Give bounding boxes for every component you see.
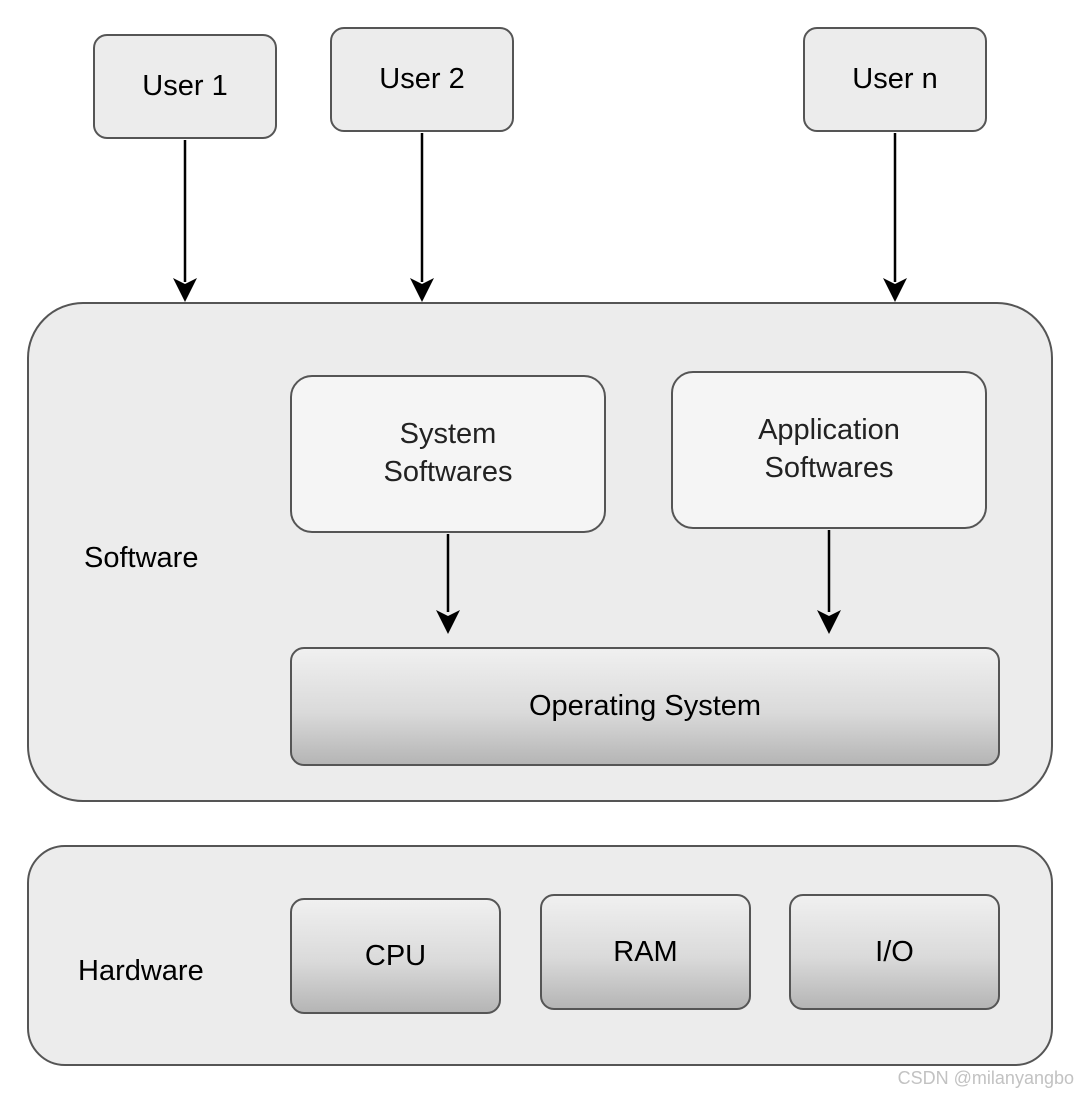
ram-box: RAM: [540, 894, 751, 1010]
system-softwares-line-2: Softwares: [383, 456, 513, 488]
application-softwares-text: Application Softwares: [758, 412, 900, 487]
application-softwares-box: Application Softwares: [671, 371, 987, 529]
application-softwares-line-1: Application: [758, 414, 900, 447]
user-n-label: User n: [852, 63, 938, 95]
hardware-label: Hardware: [78, 955, 204, 987]
io-box: I/O: [789, 894, 1000, 1010]
application-softwares-line-2: Softwares: [764, 452, 894, 484]
user-1-box: User 1: [93, 34, 277, 139]
user-n-box: User n: [803, 27, 987, 132]
watermark: CSDN @milanyangbo: [897, 1068, 1074, 1088]
system-softwares-box: System Softwares: [290, 375, 606, 533]
operating-system-box: Operating System: [290, 647, 1000, 766]
user-2-label: User 2: [379, 63, 465, 95]
arrow-user-2-head: [410, 278, 434, 302]
system-softwares-line-1: System: [399, 418, 497, 451]
io-label: I/O: [875, 935, 914, 968]
system-softwares-text: System Softwares: [384, 416, 513, 491]
ram-label: RAM: [613, 935, 678, 968]
user-2-box: User 2: [330, 27, 514, 132]
software-label: Software: [84, 542, 199, 574]
arrow-user-n-head: [883, 278, 907, 302]
arrow-user-1-head: [173, 278, 197, 302]
user-1-label: User 1: [142, 70, 228, 102]
cpu-label: CPU: [364, 939, 427, 972]
operating-system-label: Operating System: [528, 690, 762, 722]
cpu-box: CPU: [290, 898, 501, 1014]
